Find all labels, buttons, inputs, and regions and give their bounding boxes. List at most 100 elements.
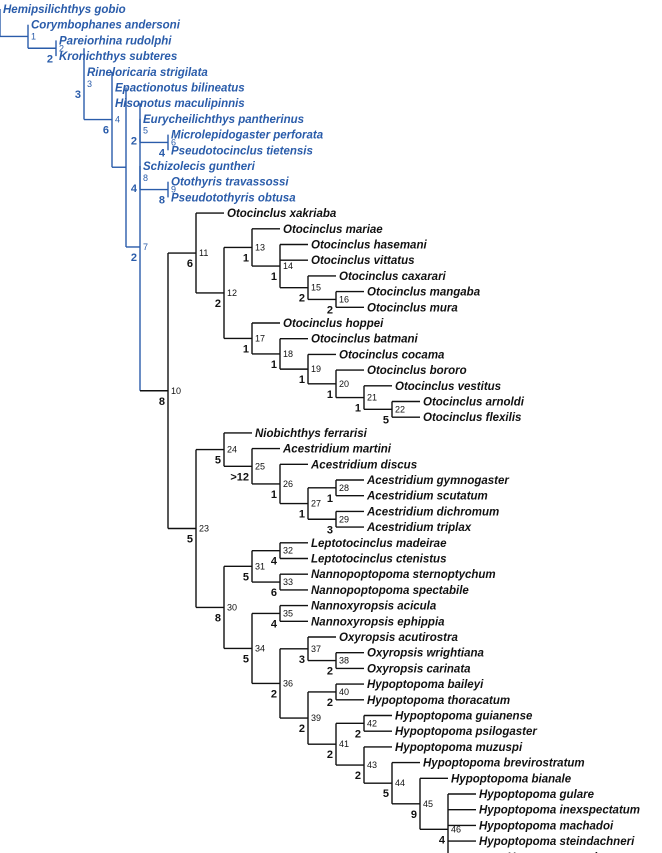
node-number-n43: 43 <box>367 760 377 770</box>
support-value-n14: 1 <box>271 271 277 283</box>
support-value-n41: 2 <box>327 749 333 761</box>
support-value-n9: 8 <box>159 195 165 207</box>
taxon-label-omg: Otocinclus mangaba <box>367 287 481 299</box>
support-value-n2: 2 <box>47 53 53 65</box>
support-value-n22: 5 <box>383 414 389 426</box>
node-number-n11: 11 <box>199 248 208 258</box>
tree-branches <box>0 9 476 853</box>
node-number-n35: 35 <box>283 608 293 618</box>
node-number-n37: 37 <box>311 644 321 654</box>
taxon-label-xwr: Oxyropsis wrightiana <box>367 648 485 660</box>
support-value-n11: 6 <box>187 258 193 270</box>
support-value-n46: 4 <box>439 834 446 846</box>
support-value-n10: 8 <box>159 396 165 408</box>
node-number-n27: 27 <box>311 499 321 509</box>
taxon-label-oco: Otocinclus cocama <box>339 349 445 361</box>
taxon-label-ove: Otocinclus vestitus <box>395 381 501 393</box>
node-number-n19: 19 <box>311 364 321 374</box>
taxon-label-epa: Epactionotus bilineatus <box>115 83 245 95</box>
taxon-label-nio: Niobichthys ferrarisi <box>255 428 368 440</box>
support-value-n42: 2 <box>355 728 361 740</box>
support-value-n44: 5 <box>383 788 389 800</box>
support-value-n4: 6 <box>103 125 109 137</box>
node-number-n21: 21 <box>367 393 377 403</box>
taxon-label-adi: Acestridium discus <box>310 459 417 471</box>
taxon-label-hgl: Hypoptopoma gulare <box>479 789 595 801</box>
support-value-n21: 1 <box>355 403 361 415</box>
taxon-label-rin: Rineloricaria strigilata <box>87 67 208 79</box>
node-number-n41: 41 <box>339 739 349 749</box>
support-value-n5: 2 <box>131 136 137 148</box>
taxon-label-oba: Otocinclus batmani <box>311 334 419 346</box>
node-number-n12: 12 <box>227 288 237 298</box>
node-number-n6: 6 <box>171 137 176 147</box>
support-value-n43: 2 <box>355 770 361 782</box>
taxon-label-hmu: Hypoptopoma muzuspi <box>395 742 523 754</box>
taxon-label-xca: Oxyropsis carinata <box>367 663 471 675</box>
taxon-label-hba: Hypoptopoma baileyi <box>367 679 484 691</box>
support-value-n35: 4 <box>271 618 278 630</box>
support-value-n36: 2 <box>271 688 277 700</box>
node-number-n29: 29 <box>339 514 349 524</box>
taxon-label-ama: Acestridium martini <box>282 444 392 456</box>
support-value-n33: 6 <box>271 587 277 599</box>
node-number-n10: 10 <box>171 386 181 396</box>
taxon-label-cor: Corymbophanes andersoni <box>31 20 181 32</box>
taxon-label-xac: Oxyropsis acutirostra <box>339 632 458 644</box>
node-number-n46: 46 <box>451 824 461 834</box>
node-number-n40: 40 <box>339 687 349 697</box>
taxon-label-eur: Eurycheilichthys pantherinus <box>143 114 304 126</box>
node-number-n24: 24 <box>227 445 237 455</box>
node-number-n44: 44 <box>395 778 405 788</box>
node-number-n7: 7 <box>143 242 148 252</box>
support-value-n17: 1 <box>243 343 249 355</box>
taxon-label-pse: Pseudotocinclus tietensis <box>171 145 313 157</box>
node-number-n8: 8 <box>143 173 148 183</box>
taxon-label-mic: Microlepidogaster perforata <box>171 130 324 142</box>
node-number-n1: 1 <box>31 31 36 41</box>
node-number-n31: 31 <box>255 561 265 571</box>
node-number-n18: 18 <box>283 349 293 359</box>
taxon-label-hel: Hypoptopoma elongatum <box>507 852 646 853</box>
taxon-label-obo: Otocinclus bororo <box>367 365 467 377</box>
support-value-n37: 3 <box>299 654 305 666</box>
taxon-label-oca: Otocinclus caxarari <box>339 271 447 283</box>
node-number-n28: 28 <box>339 483 349 493</box>
taxon-label-oar: Otocinclus arnoldi <box>423 397 525 409</box>
node-number-n45: 45 <box>423 799 433 809</box>
node-number-n2: 2 <box>59 43 64 53</box>
support-value-n23: 5 <box>187 533 193 545</box>
node-number-n20: 20 <box>339 379 349 389</box>
taxon-label-hin: Hypoptopoma inexspectatum <box>479 805 640 817</box>
node-number-n5: 5 <box>143 126 148 136</box>
node-number-n42: 42 <box>367 718 377 728</box>
taxon-label-lma: Leptotocinclus madeirae <box>311 538 447 550</box>
node-number-n9: 9 <box>171 185 176 195</box>
support-value-n19: 1 <box>299 374 305 386</box>
taxon-label-asc: Acestridium scutatum <box>366 491 488 503</box>
node-number-n3: 3 <box>87 79 92 89</box>
support-value-n39: 2 <box>299 723 305 735</box>
support-value-n40: 2 <box>327 697 333 709</box>
node-number-n32: 32 <box>283 546 293 556</box>
node-number-n15: 15 <box>311 283 321 293</box>
taxon-label-nac: Nannoxyropsis acicula <box>311 601 437 613</box>
support-value-n6: 4 <box>159 147 166 159</box>
support-value-n7: 2 <box>131 252 137 264</box>
node-number-n4: 4 <box>115 115 120 125</box>
support-value-n34: 5 <box>243 653 249 665</box>
node-number-n26: 26 <box>283 479 293 489</box>
support-value-n3: 3 <box>75 89 81 101</box>
taxon-label-oha: Otocinclus hasemani <box>311 240 427 252</box>
node-number-n33: 33 <box>283 577 293 587</box>
taxon-label-par: Pareiorhina rudolphi <box>59 35 172 47</box>
node-number-n22: 22 <box>395 404 405 414</box>
taxon-label-agy: Acestridium gymnogaster <box>366 475 509 487</box>
taxon-label-oxa: Otocinclus xakriaba <box>227 208 337 220</box>
support-value-n26: 1 <box>271 489 277 501</box>
node-number-n17: 17 <box>255 333 265 343</box>
taxon-label-hbi: Hypoptopoma bianale <box>451 773 572 785</box>
taxon-label-hmc: Hypoptopoma machadoi <box>479 820 614 832</box>
